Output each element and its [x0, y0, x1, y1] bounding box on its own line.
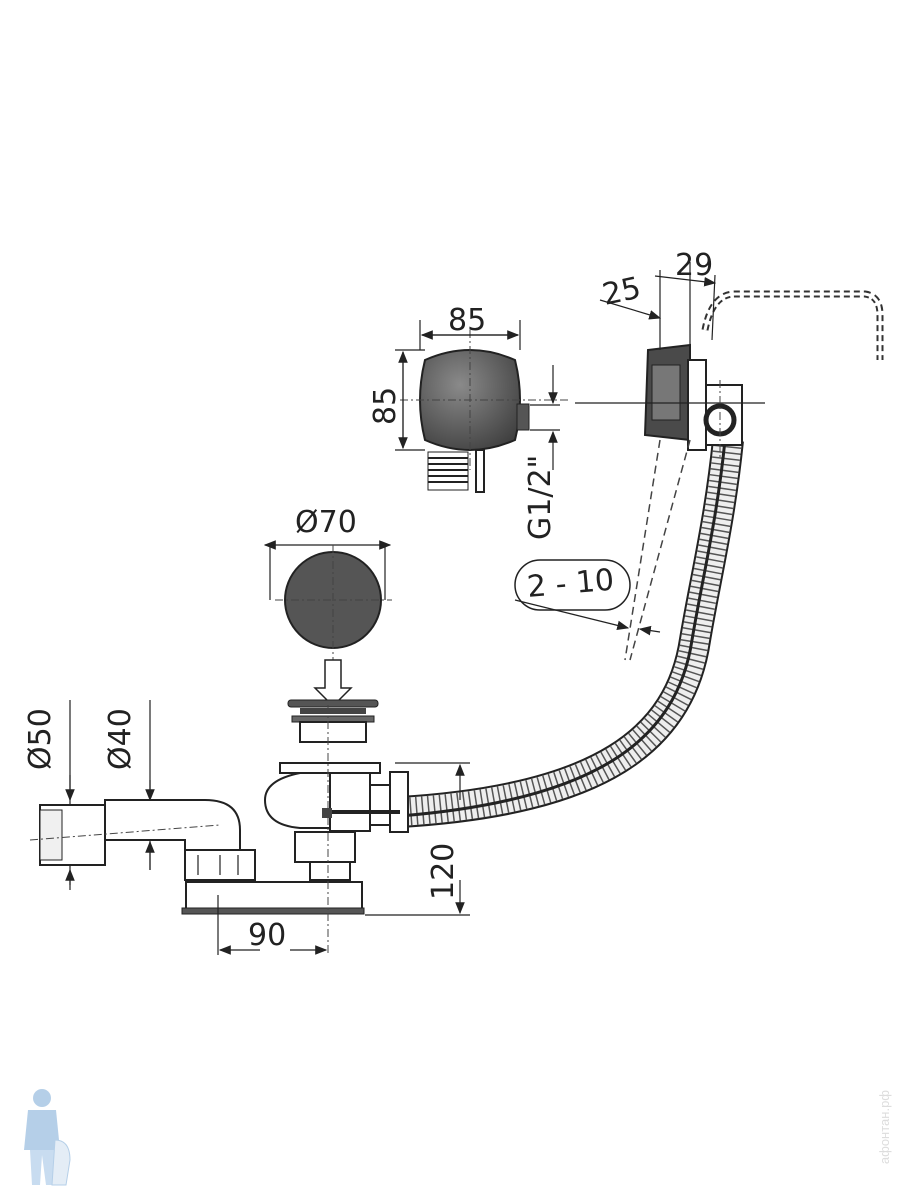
- overflow-knob: 85 85 G1/2": [368, 303, 570, 540]
- dim-offset: 90: [248, 918, 286, 953]
- dim-29: 29: [675, 248, 713, 283]
- drain-body: [29, 699, 409, 955]
- dim-knob-width: 85: [448, 303, 486, 338]
- dim-thread: G1/2": [523, 455, 558, 540]
- dimension-height-offset: 120 90: [217, 762, 470, 955]
- dim-25: 25: [599, 271, 644, 313]
- dim-plug: Ø70: [295, 505, 357, 540]
- dim-knob-height: 85: [368, 387, 403, 425]
- overflow-side-view: [575, 343, 765, 661]
- plug-disc: Ø70: [263, 505, 392, 708]
- arrow-down-icon: [313, 659, 353, 708]
- corrugated-hose: [399, 438, 744, 828]
- dim-outlet-outer: Ø50: [23, 708, 58, 770]
- dimension-side: 25 29: [599, 248, 717, 350]
- dim-outlet-inner: Ø40: [103, 708, 138, 770]
- watermark: афонтан.рф: [877, 1090, 892, 1165]
- dimension-wall: 2 - 10: [514, 559, 661, 636]
- plumber-logo: [24, 1089, 71, 1186]
- dim-wall: 2 - 10: [526, 563, 616, 605]
- dim-height: 120: [426, 843, 461, 900]
- overflow-cable: [701, 290, 884, 360]
- dimension-outlet: Ø50 Ø40: [23, 700, 155, 890]
